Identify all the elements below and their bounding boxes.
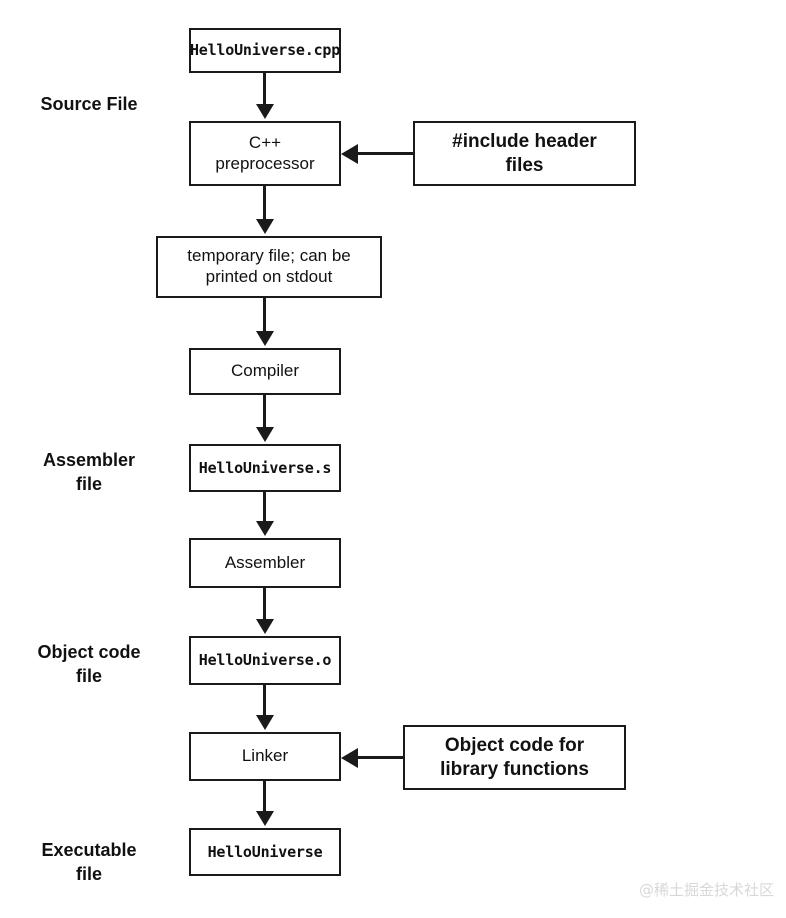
node-label-line1: Object code for: [444, 735, 585, 757]
connector-source-to-preprocessor: [263, 73, 266, 106]
node-label: HelloUniverse.cpp: [189, 41, 341, 60]
stage-label-executable-file: Executable file: [14, 838, 164, 887]
stage-label-line1: Source File: [40, 94, 138, 114]
arrowhead-compiler-to-asm-file: [256, 427, 274, 442]
node-executable[interactable]: HelloUniverse: [189, 828, 341, 876]
node-compiler[interactable]: Compiler: [189, 348, 341, 395]
stage-label-line2: file: [75, 666, 102, 687]
arrowhead-assembler-to-obj-file: [256, 619, 274, 634]
stage-label-assembler-file: Assembler file: [14, 448, 164, 497]
node-include-header-files[interactable]: #include header files: [413, 121, 636, 186]
node-library-object-code[interactable]: Object code for library functions: [403, 725, 626, 790]
connector-linker-to-executable: [263, 781, 266, 813]
node-temporary-file[interactable]: temporary file; can be printed on stdout: [156, 236, 382, 298]
stage-label-line1: Executable: [41, 840, 137, 860]
node-cpp-preprocessor[interactable]: C++ preprocessor: [189, 121, 341, 186]
node-assembler[interactable]: Assembler: [189, 538, 341, 588]
node-label: HelloUniverse.s: [198, 458, 332, 477]
connector-compiler-to-asm-file: [263, 395, 266, 429]
stage-label-line1: Assembler: [42, 450, 136, 470]
node-object-file[interactable]: HelloUniverse.o: [189, 636, 341, 685]
connector-asm-file-to-assembler: [263, 492, 266, 527]
arrowhead-library-to-linker: [341, 748, 358, 768]
node-label-line2: files: [505, 154, 544, 176]
node-label-line2: library functions: [440, 758, 589, 780]
node-source-file[interactable]: HelloUniverse.cpp: [189, 28, 341, 73]
node-assembler-source-file[interactable]: HelloUniverse.s: [189, 444, 341, 492]
node-linker[interactable]: Linker: [189, 732, 341, 781]
watermark: @稀土掘金技术社区: [638, 881, 774, 899]
node-label-line1: #include header: [452, 131, 597, 153]
arrowhead-include-to-preprocessor: [341, 144, 358, 164]
arrowhead-temporary-to-compiler: [256, 331, 274, 346]
connector-temporary-to-compiler: [263, 298, 266, 333]
arrowhead-preprocessor-to-temporary: [256, 219, 274, 234]
node-label-line1: C++: [248, 132, 282, 152]
node-label: HelloUniverse.o: [198, 651, 332, 670]
connector-include-to-preprocessor: [357, 152, 415, 155]
stage-label-source-file: Source File: [14, 92, 164, 116]
arrowhead-source-to-preprocessor: [256, 104, 274, 119]
connector-library-to-linker: [357, 756, 405, 759]
node-label: Compiler: [230, 361, 300, 381]
node-label-line2: printed on stdout: [205, 267, 333, 286]
arrowhead-asm-file-to-assembler: [256, 521, 274, 536]
node-label: HelloUniverse: [207, 842, 323, 861]
stage-label-line2: file: [75, 474, 102, 495]
stage-label-line1: Object code: [37, 642, 141, 662]
node-label: Assembler: [224, 552, 306, 572]
stage-label-line2: file: [75, 864, 102, 885]
connector-preprocessor-to-temporary: [263, 186, 266, 221]
stage-label-object-code-file: Object code file: [14, 640, 164, 689]
connector-obj-file-to-linker: [263, 685, 266, 718]
arrowhead-obj-file-to-linker: [256, 715, 274, 730]
node-label-line2: preprocessor: [215, 153, 315, 173]
node-label-line1: temporary file; can be: [187, 246, 351, 266]
connector-assembler-to-obj-file: [263, 588, 266, 622]
node-label: Linker: [241, 746, 289, 766]
arrowhead-linker-to-executable: [256, 811, 274, 826]
